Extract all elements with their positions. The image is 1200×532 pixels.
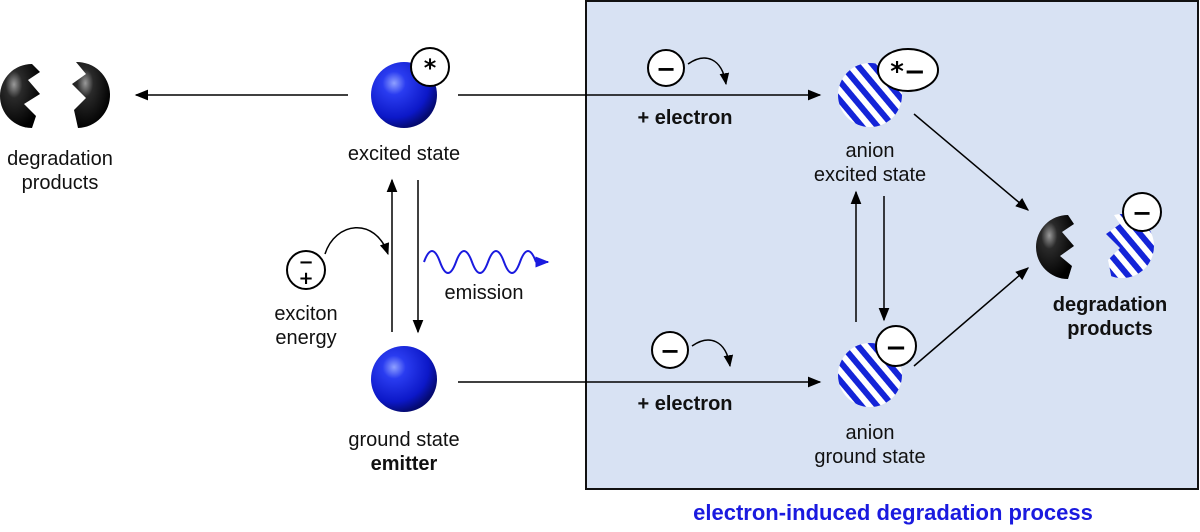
emission-wave-icon [423, 250, 550, 274]
svg-text:*: * [424, 54, 437, 82]
process-caption: electron-induced degradation process [693, 500, 1093, 525]
anion-ground-label: anion ground state [814, 422, 926, 468]
arrow-anion-ground-to-products [913, 267, 1030, 367]
plus-electron-bottom-label: + electron [637, 393, 733, 415]
electron-top-icon: − [647, 49, 730, 87]
exciton-energy-label: exciton energy [274, 303, 338, 349]
electron-bottom-icon: − [651, 331, 734, 369]
svg-text:+: + [298, 268, 313, 289]
arrow-anion-excited-to-products [913, 113, 1030, 211]
degradation-products-left-icon [0, 61, 111, 128]
plus-electron-top-label: + electron [637, 107, 733, 129]
degradation-left-label: degradation products [7, 148, 113, 194]
arrows [134, 89, 1030, 388]
anion-ground-badge-icon: − [875, 325, 917, 367]
anion-excited-badge-icon: *− [877, 48, 939, 92]
svg-text:−: − [298, 252, 313, 273]
degradation-products-right-icon: − [1036, 192, 1162, 279]
degradation-right-label: degradation products [1052, 294, 1168, 340]
exciton-icon: − + [286, 227, 390, 290]
ground-state-label: ground state emitter [348, 429, 460, 475]
emission-label: emission [444, 282, 524, 304]
svg-text:−: − [656, 55, 676, 83]
excited-badge-icon: * [410, 47, 450, 87]
svg-text:−: − [885, 333, 907, 363]
svg-text:−: − [660, 337, 680, 365]
excited-state-label: excited state [347, 143, 461, 165]
ground-state-sphere [371, 346, 437, 412]
svg-text:*−: *− [890, 57, 925, 87]
anion-excited-label: anion excited state [813, 140, 927, 186]
svg-text:−: − [1132, 199, 1152, 227]
